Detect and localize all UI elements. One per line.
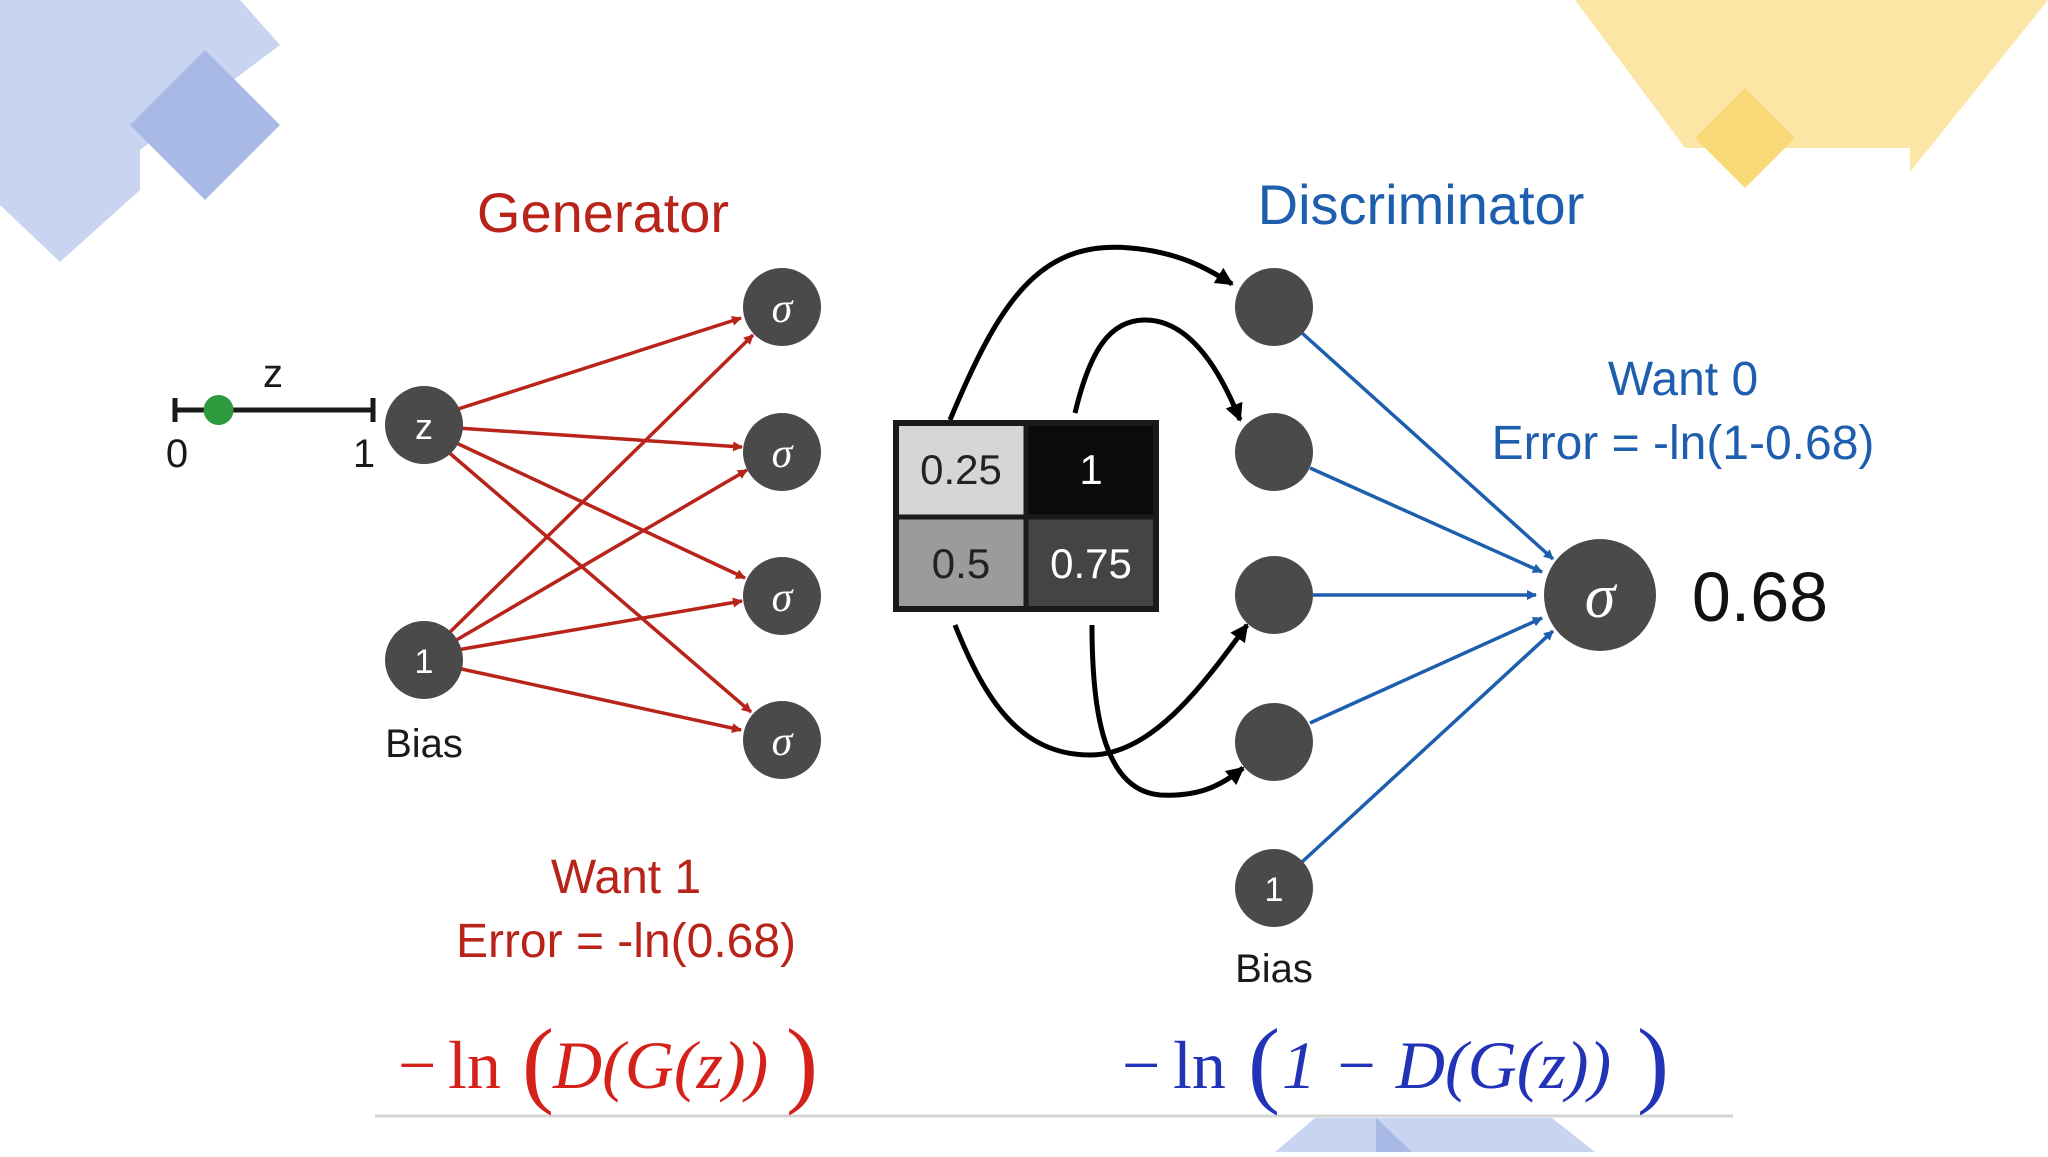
formula-body: D(G(z)) <box>552 1027 768 1103</box>
sigma-label: σ <box>772 575 795 621</box>
grid-cell-value: 1 <box>1079 446 1102 493</box>
discriminator-want-text: Want 0 <box>1608 353 1758 406</box>
discriminator-bias-label: Bias <box>1235 947 1313 991</box>
generator-output-node-1: σ <box>743 268 821 346</box>
formula-ln: ln <box>1173 1027 1226 1103</box>
formula-ln: ln <box>448 1027 501 1103</box>
sigma-label: σ <box>772 719 795 765</box>
generator-bias-node: 1 <box>385 621 463 699</box>
slider-min-label: 0 <box>166 432 188 476</box>
discriminator-bias-node: 1 <box>1235 849 1313 927</box>
discriminator-title: Discriminator <box>1258 173 1585 236</box>
grid-cell-3 <box>1026 517 1156 609</box>
generator-bias-label: Bias <box>385 722 463 766</box>
discriminator-input-node-1 <box>1235 268 1313 346</box>
sigma-label: σ <box>772 431 795 477</box>
formula-minus: − <box>1122 1027 1160 1103</box>
generator-edges <box>444 315 755 733</box>
deco-yellow-shape <box>1575 0 2048 172</box>
generator-error-text: Error = -ln(0.68) <box>456 915 796 968</box>
deco-blue-bottom-diamond <box>1376 1118 1412 1152</box>
formula-left-paren: ( <box>1248 1009 1280 1116</box>
grid-cell-value: 0.75 <box>1050 540 1132 587</box>
discriminator-input-node-3 <box>1235 556 1313 634</box>
grid-cell-1 <box>1026 423 1156 517</box>
formula-body: 1 − D(G(z)) <box>1282 1027 1611 1103</box>
grid-cell-2 <box>896 517 1026 609</box>
discriminator-output-node: σ <box>1544 539 1656 651</box>
slider-handle <box>203 395 234 425</box>
generator-loss-formula: − ln ( D(G(z)) ) <box>398 1009 818 1116</box>
generator-input-node: z <box>385 386 463 464</box>
grid-to-discriminator-arrows <box>947 244 1250 798</box>
grid-cell-value: 0.5 <box>932 540 990 587</box>
deco-blue-diamond <box>130 50 280 200</box>
discriminator-edges <box>1300 331 1555 864</box>
input-z-label: z <box>415 406 433 447</box>
generator-output-node-2: σ <box>743 413 821 491</box>
discriminator-output-value: 0.68 <box>1692 558 1828 636</box>
slider-z-label: z <box>263 352 283 396</box>
deco-blue-bottom <box>1275 1118 1595 1152</box>
generator-bias-node-label: 1 <box>415 643 434 681</box>
formula-left-paren: ( <box>522 1009 554 1116</box>
generated-image-grid: 0.25 1 0.5 0.75 <box>893 420 1159 612</box>
output-sigma-label: σ <box>1585 563 1618 631</box>
sigma-label: σ <box>772 286 795 332</box>
discriminator-input-node-4 <box>1235 703 1313 781</box>
discriminator-input-node-2 <box>1235 413 1313 491</box>
deco-yellow-diamond <box>1695 88 1795 188</box>
grid-cell-value: 0.25 <box>920 446 1002 493</box>
discriminator-bias-node-label: 1 <box>1265 871 1284 909</box>
slider-max-label: 1 <box>353 432 375 476</box>
formula-minus: − <box>398 1027 436 1103</box>
discriminator-error-text: Error = -ln(1-0.68) <box>1492 417 1875 470</box>
formula-right-paren: ) <box>1637 1009 1669 1116</box>
formula-right-paren: ) <box>786 1009 818 1116</box>
generator-output-node-4: σ <box>743 701 821 779</box>
grid-cell-0 <box>896 423 1026 517</box>
discriminator-loss-formula: − ln ( 1 − D(G(z)) ) <box>1122 1009 1669 1116</box>
generator-want-text: Want 1 <box>551 851 701 904</box>
generator-title: Generator <box>477 181 729 244</box>
z-slider: z 0 1 <box>166 352 376 476</box>
generator-output-node-3: σ <box>743 557 821 635</box>
